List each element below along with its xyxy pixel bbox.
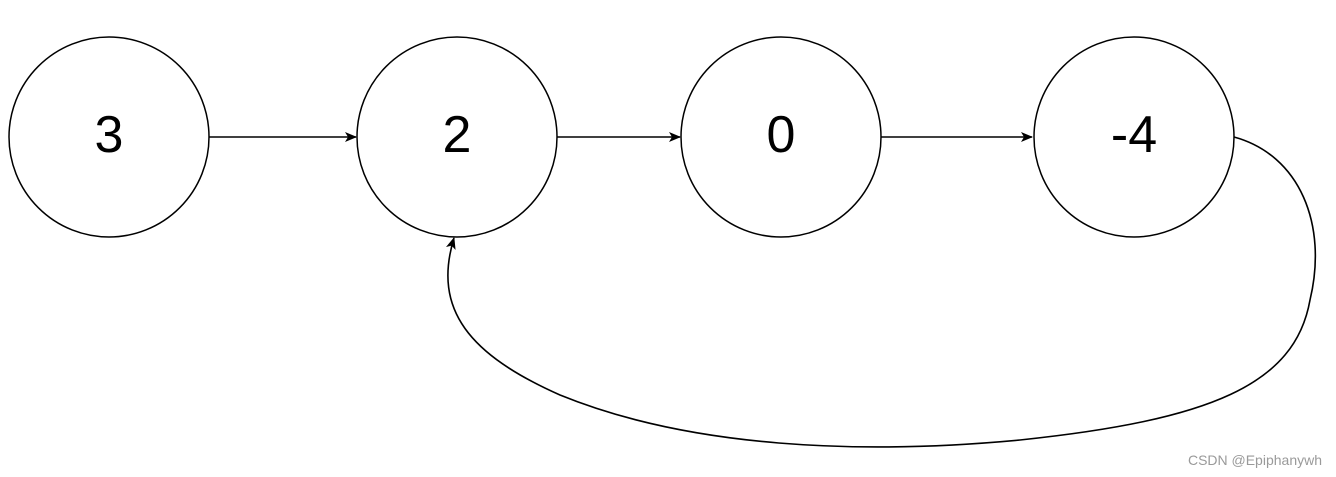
node-0: 0 (680, 36, 882, 238)
node-circle (8, 36, 210, 238)
node-label: 0 (767, 106, 796, 164)
watermark-text: CSDN @Epiphanywh (1187, 452, 1322, 468)
edge-node-minus-4-back-to-node-2 (446, 136, 1317, 448)
node-3: 3 (8, 36, 210, 238)
node-minus-4: -4 (1033, 36, 1235, 238)
node-circle (356, 36, 558, 238)
node-label: -4 (1111, 106, 1157, 164)
node-circle (1033, 36, 1235, 238)
node-2: 2 (356, 36, 558, 238)
node-label: 2 (443, 106, 472, 164)
node-circle (680, 36, 882, 238)
node-label: 3 (95, 106, 124, 164)
